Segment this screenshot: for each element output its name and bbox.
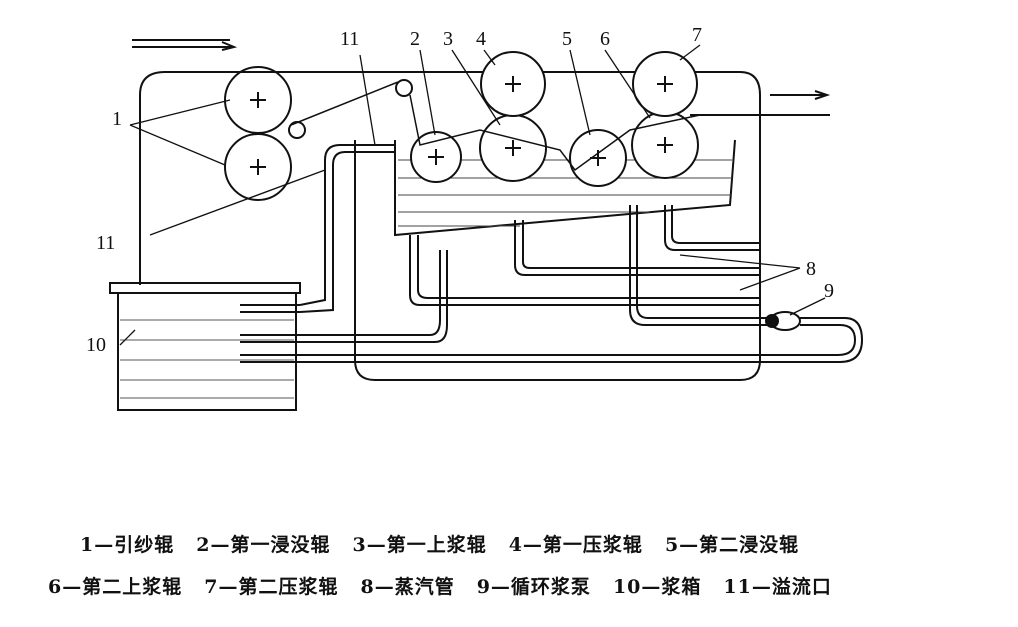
caption-item: 6—第二上浆辊 [48, 576, 183, 598]
label-4: 4 [476, 28, 486, 50]
pump-pipe [240, 205, 864, 363]
label-3: 3 [443, 28, 453, 50]
label-1: 1 [112, 108, 122, 130]
return-pipe [409, 235, 760, 306]
steam-pipe [514, 205, 760, 276]
size-box [109, 282, 301, 411]
roller-1-top [224, 66, 292, 134]
label-9: 9 [824, 280, 834, 302]
caption-item: 4—第一压浆辊 [508, 534, 643, 556]
caption-item: 5—第二浸没辊 [664, 534, 800, 556]
size-trough [394, 139, 736, 237]
pump [765, 311, 801, 331]
leader-lines [119, 44, 826, 346]
roller-4 [480, 51, 546, 117]
feed-pipe [240, 250, 448, 343]
caption-item: 1—引纱辊 [80, 534, 175, 556]
caption-item: 9—循环浆泵 [476, 576, 591, 598]
caption-item: 2—第一浸没辊 [196, 534, 331, 556]
machine-frame [139, 71, 761, 381]
caption-row-1: 1—引纱辊 2—第一浸没辊 3—第一上浆辊 4—第一压浆辊 5—第二浸没辊 [80, 530, 821, 557]
caption-item: 10—浆箱 [612, 576, 702, 598]
label-11-lower: 11 [96, 232, 116, 254]
caption-item: 7—第二压浆辊 [204, 576, 339, 598]
overflow-pipe [299, 144, 395, 313]
roller-1-bottom [224, 133, 292, 201]
roller-7 [632, 51, 698, 117]
label-10: 10 [86, 334, 106, 356]
yarn-path [290, 81, 701, 172]
label-2: 2 [410, 28, 420, 50]
label-8: 8 [806, 258, 816, 280]
caption-item: 8—蒸汽管 [360, 576, 455, 598]
label-11-upper: 11 [340, 28, 360, 50]
caption-item: 3—第一上浆辊 [352, 534, 487, 556]
roller-3 [479, 114, 547, 182]
label-5: 5 [562, 28, 572, 50]
guide-roller [395, 79, 413, 97]
label-6: 6 [600, 28, 610, 50]
label-7: 7 [692, 24, 702, 46]
caption-row-2: 6—第二上浆辊 7—第二压浆辊 8—蒸汽管 9—循环浆泵 10—浆箱 11—溢流口 [48, 572, 854, 599]
caption-item: 11—溢流口 [723, 576, 832, 598]
yarn-in-arrow [132, 39, 238, 51]
